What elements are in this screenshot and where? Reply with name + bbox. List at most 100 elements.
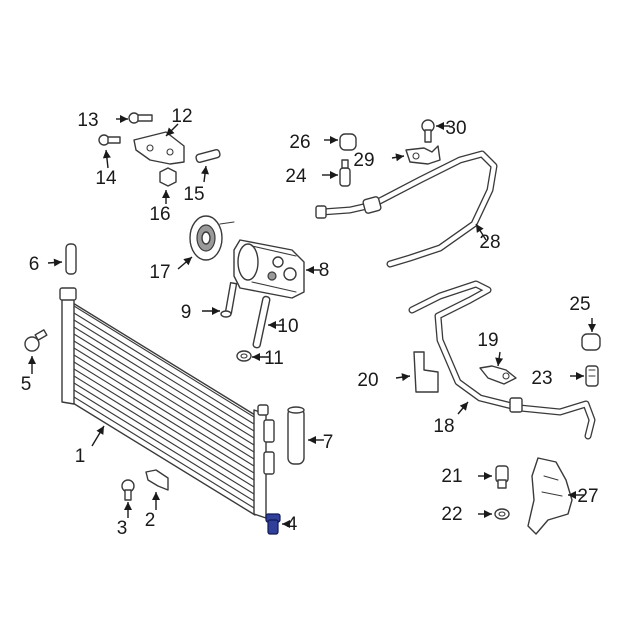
bolt-13[interactable] (128, 112, 153, 124)
callout-2[interactable]: 2 (145, 492, 160, 531)
callout-number: 26 (289, 132, 310, 153)
callout-number: 12 (171, 106, 192, 127)
arrowhead (268, 321, 276, 329)
callout-23[interactable]: 23 (531, 368, 584, 389)
arrowhead (166, 127, 175, 136)
arrowhead (308, 436, 316, 444)
callout-number: 21 (441, 466, 462, 487)
arrowhead (484, 510, 492, 518)
fitting-29[interactable] (405, 145, 441, 165)
callout-19[interactable]: 19 (477, 330, 504, 367)
arrowhead (330, 136, 338, 144)
callout-6[interactable]: 6 (29, 254, 63, 275)
arrowhead (588, 324, 596, 332)
callout-28[interactable]: 28 (475, 223, 501, 253)
callout-27[interactable]: 27 (568, 486, 599, 507)
callout-10[interactable]: 10 (268, 316, 299, 337)
cap-26[interactable] (339, 133, 357, 151)
callout-17[interactable]: 17 (149, 256, 193, 283)
callout-7[interactable]: 7 (308, 432, 333, 453)
bolt-9[interactable] (220, 282, 238, 318)
callout-22[interactable]: 22 (441, 504, 492, 525)
condenser-bracket[interactable] (145, 469, 169, 491)
callout-number: 17 (149, 262, 170, 283)
nut-16[interactable] (159, 167, 177, 187)
callout-18[interactable]: 18 (433, 401, 469, 437)
bolt-30[interactable] (421, 119, 435, 143)
bolt-5[interactable] (24, 329, 48, 352)
bracket-19[interactable] (479, 365, 517, 385)
callout-number: 15 (183, 184, 204, 205)
bracket-12[interactable] (133, 131, 185, 165)
condenser[interactable] (59, 287, 275, 519)
nut-11[interactable] (236, 350, 252, 362)
ac-compressor[interactable] (233, 239, 305, 299)
arrowhead (330, 171, 338, 179)
arrowhead (212, 307, 220, 315)
callout-number: 28 (479, 232, 500, 253)
callout-26[interactable]: 26 (289, 132, 338, 153)
callout-number: 23 (531, 368, 552, 389)
tube-6[interactable] (65, 243, 77, 275)
callout-number: 24 (285, 166, 307, 187)
callout-8[interactable]: 8 (306, 260, 329, 281)
plug-4-highlighted[interactable] (265, 513, 281, 535)
callout-number: 8 (319, 260, 330, 281)
callout-number: 25 (569, 294, 590, 315)
arrowhead (252, 353, 260, 361)
callout-number: 14 (95, 168, 117, 189)
arrowhead (495, 357, 504, 366)
callout-number: 27 (577, 486, 598, 507)
callout-29[interactable]: 29 (353, 150, 405, 171)
arrowhead (124, 502, 132, 510)
arrowhead (102, 150, 111, 159)
callout-21[interactable]: 21 (441, 466, 492, 487)
callout-11[interactable]: 11 (252, 348, 284, 369)
o-ring-22[interactable] (494, 508, 510, 520)
callout-number: 20 (357, 370, 378, 391)
pin-15[interactable] (195, 149, 221, 163)
suction-line[interactable] (408, 280, 596, 440)
valve-24[interactable] (339, 159, 351, 187)
callout-12[interactable]: 12 (165, 106, 193, 137)
callout-1[interactable]: 1 (75, 425, 105, 467)
pressure-sensor-21[interactable] (495, 465, 509, 489)
receiver-drier[interactable] (287, 406, 305, 465)
stud-10[interactable] (252, 295, 271, 349)
valve-23[interactable] (585, 365, 599, 387)
callout-number: 2 (145, 510, 156, 531)
arrowhead (401, 373, 410, 382)
callout-14[interactable]: 14 (95, 149, 117, 189)
bolt-14[interactable] (98, 134, 121, 146)
callout-5[interactable]: 5 (21, 356, 36, 395)
callout-13[interactable]: 13 (77, 110, 128, 131)
bracket-20[interactable] (413, 351, 439, 393)
callout-9[interactable]: 9 (181, 302, 220, 323)
arrowhead (152, 492, 160, 500)
callout-30[interactable]: 30 (436, 118, 467, 139)
bracket-27[interactable] (527, 457, 573, 535)
callout-3[interactable]: 3 (117, 502, 132, 539)
callout-16[interactable]: 16 (149, 190, 171, 225)
callout-number: 9 (181, 302, 192, 323)
arrowhead (201, 166, 209, 175)
callout-number: 30 (445, 118, 466, 139)
arrowhead (395, 153, 404, 162)
compressor-clutch[interactable] (189, 215, 235, 261)
callout-number: 3 (117, 518, 128, 539)
callout-number: 4 (287, 514, 298, 535)
discharge-hose[interactable] (315, 150, 498, 268)
callout-25[interactable]: 25 (569, 294, 596, 332)
arrowhead (484, 472, 492, 480)
callout-15[interactable]: 15 (183, 165, 209, 205)
callout-4[interactable]: 4 (282, 514, 298, 535)
callout-24[interactable]: 24 (285, 166, 338, 187)
arrowhead (459, 402, 468, 411)
arrowhead (162, 190, 170, 198)
cap-25[interactable] (581, 333, 601, 351)
bolt-3[interactable] (121, 479, 135, 501)
arrowhead (436, 122, 444, 130)
callout-20[interactable]: 20 (357, 370, 411, 391)
callout-number: 11 (264, 348, 284, 369)
